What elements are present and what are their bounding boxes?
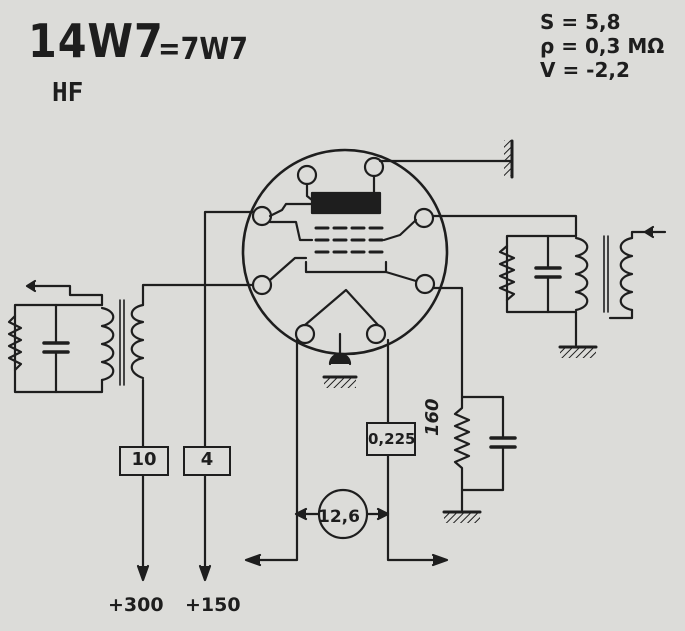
param-rho: ρ = 0,3 MΩ — [540, 34, 665, 58]
tube-function: HF — [52, 78, 84, 108]
tube-envelope — [241, 148, 449, 356]
param-s-value: 5,8 — [585, 10, 621, 34]
param-v-label: V — [540, 58, 556, 82]
resistor-10-box: 10 — [119, 446, 169, 476]
param-s: S = 5,8 — [540, 10, 621, 34]
param-s-label: S — [540, 10, 555, 34]
cathode-resistor — [453, 398, 471, 512]
tube-type-title: 14W7 — [28, 14, 164, 68]
param-v-value: -2,2 — [586, 58, 630, 82]
param-v: V = -2,2 — [540, 58, 630, 82]
heater-filament — [303, 288, 380, 327]
left-coil-primary — [130, 303, 145, 380]
right-coil-b — [619, 236, 634, 312]
heater-voltage-label: 12,6 — [318, 507, 360, 527]
left-resistor-coil — [7, 314, 23, 372]
ground-right — [560, 348, 596, 358]
tube-grids — [314, 226, 384, 254]
anode-plate — [310, 191, 382, 215]
left-coil-secondary — [100, 306, 115, 382]
heater-bulb — [328, 352, 352, 366]
supply-150-label: +150 — [185, 594, 241, 616]
right-resistor-coil — [498, 244, 516, 302]
param-rho-value: 0,3 MΩ — [585, 34, 665, 58]
ground-top — [504, 140, 512, 176]
ground-cathode — [444, 513, 480, 523]
resistor-160-label: 160 — [422, 398, 443, 436]
right-coil-a — [574, 236, 589, 312]
heater-voltage-circle — [317, 488, 369, 540]
resistor-0225-box: 0,225 — [366, 422, 416, 456]
cathode — [304, 260, 388, 274]
param-rho-label: ρ — [540, 34, 555, 58]
supply-300-label: +300 — [108, 594, 164, 616]
tube-equivalent: =7W7 — [158, 32, 248, 67]
resistor-4-box: 4 — [183, 446, 231, 476]
ground-heater — [324, 378, 356, 388]
